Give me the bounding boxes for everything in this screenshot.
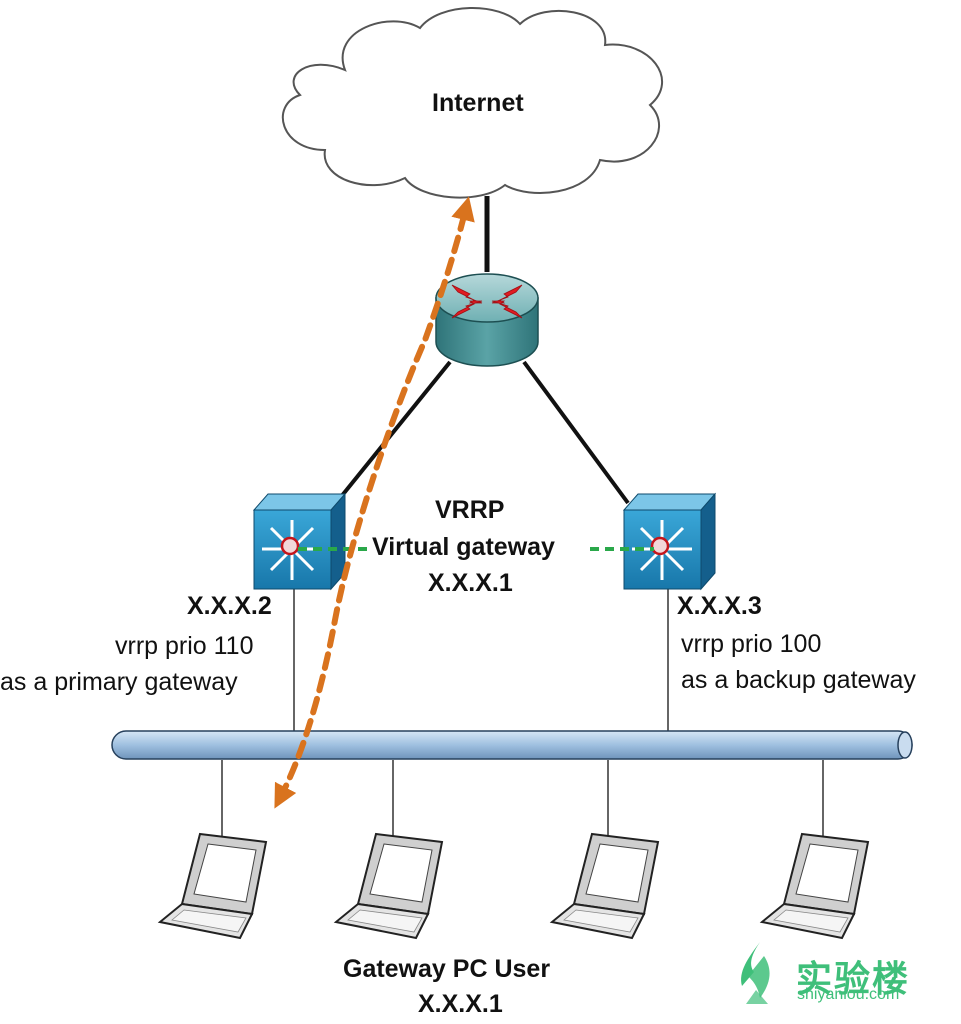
users-ip: X.X.X.1 xyxy=(418,990,503,1018)
virtual-gateway-label: Virtual gateway xyxy=(372,533,555,561)
left-switch-priority: vrrp prio 110 xyxy=(115,632,254,660)
laptop-icon xyxy=(759,832,870,940)
virtual-gateway-ip: X.X.X.1 xyxy=(428,569,513,597)
users-label: Gateway PC User xyxy=(343,955,551,983)
watermark-site: shiyanlou.com xyxy=(797,986,900,1003)
si-badge-icon xyxy=(280,536,300,556)
vrrp-title: VRRP xyxy=(435,496,505,524)
router-left-switch-link xyxy=(334,360,452,505)
laptop-icon xyxy=(333,832,444,940)
router-right-switch-link xyxy=(522,360,630,505)
router xyxy=(435,273,539,367)
laptop-icon xyxy=(549,832,660,940)
shiyanlou-logo-icon xyxy=(741,942,770,1004)
right-switch-role: as a backup gateway xyxy=(681,666,916,694)
watermark-brand: 实验楼 xyxy=(796,959,911,1000)
internet-cloud xyxy=(281,7,663,199)
left-switch xyxy=(252,492,347,591)
laptop-icon xyxy=(157,832,268,940)
right-switch xyxy=(622,492,717,591)
lan-bus xyxy=(111,730,913,760)
si-badge-icon xyxy=(650,536,670,556)
left-switch-role: as a primary gateway xyxy=(0,668,238,696)
traffic-path-arrow xyxy=(274,196,475,809)
internet-label: Internet xyxy=(432,89,524,117)
right-switch-ip: X.X.X.3 xyxy=(677,592,762,620)
right-switch-priority: vrrp prio 100 xyxy=(681,630,822,658)
left-switch-ip: X.X.X.2 xyxy=(187,592,272,620)
